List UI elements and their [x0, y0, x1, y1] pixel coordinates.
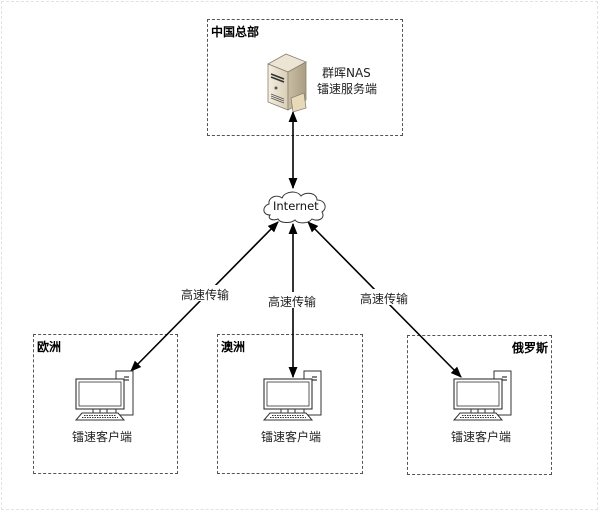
cloud-label: Internet [273, 199, 319, 213]
client-label-australia: 镭速客户端 [261, 430, 322, 444]
region-title-hq: 中国总部 [211, 25, 260, 39]
link-label-europe: 高速传输 [181, 288, 230, 302]
desktop-computer-icon [74, 370, 134, 421]
desktop-computer-icon [452, 370, 512, 421]
region-hq: 中国总部 [207, 19, 403, 136]
server-tower-icon [267, 53, 307, 113]
region-europe: 欧洲 [33, 334, 178, 474]
region-title-europe: 欧洲 [37, 340, 62, 354]
link-label-australia: 高速传输 [268, 295, 317, 309]
client-label-russia: 镭速客户端 [451, 430, 512, 444]
region-title-russia: 俄罗斯 [511, 341, 548, 355]
cloud-icon [263, 191, 326, 224]
link-label-russia: 高速传输 [360, 292, 409, 306]
client-label-europe: 镭速客户端 [72, 430, 133, 444]
region-russia: 俄罗斯 [407, 335, 552, 475]
server-label-line1: 群晖NAS [322, 66, 371, 80]
desktop-computer-icon [262, 370, 322, 421]
server-label-line2: 镭速服务端 [317, 82, 378, 96]
